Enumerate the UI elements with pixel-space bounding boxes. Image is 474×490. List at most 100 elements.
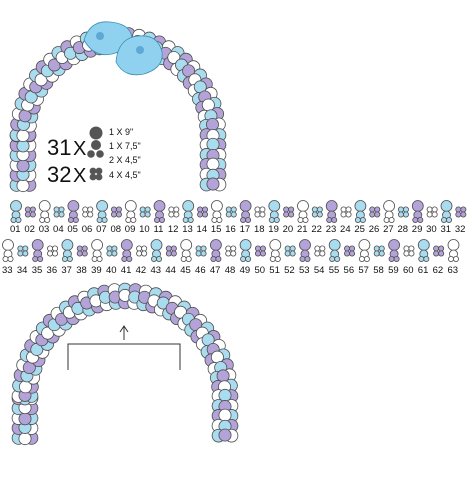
cluster-balloon-4-5in [76, 250, 83, 257]
cluster-row-2 [2, 239, 460, 262]
cluster-balloon-4-5in [115, 206, 122, 213]
cluster-balloon-4-5in [39, 216, 46, 223]
cluster-number-label: 26 [368, 224, 380, 235]
cluster-balloon-9in [67, 200, 80, 212]
arch-balloon [206, 177, 220, 191]
cluster-balloon-9in [209, 239, 222, 251]
cluster-balloon-4-5in [210, 255, 217, 262]
cluster-balloon-4-5in [76, 245, 83, 252]
cluster-balloon-4-5in [202, 211, 209, 218]
cluster-balloon-4-5in [460, 211, 467, 218]
cluster-balloon-4-5in [29, 206, 36, 213]
cluster-balloon-4-5in [297, 216, 304, 223]
legend-multiply-31: X [73, 138, 87, 160]
cluster-balloon-4-5in [311, 211, 318, 218]
cluster-balloon-4-5in [144, 206, 151, 213]
baby-booties-icon [83, 21, 163, 76]
cluster-balloon-4-5in [417, 216, 424, 223]
cluster-number-label: 54 [313, 265, 325, 276]
cluster-number-label: 38 [76, 265, 87, 276]
cluster-balloon-4-5in [141, 250, 148, 257]
cluster-balloon-4-5in [136, 245, 143, 252]
cluster-balloon-9in [269, 239, 282, 251]
cluster-balloon-4-5in [314, 250, 321, 257]
cluster-number-label: 05 [67, 224, 78, 235]
cluster-balloon-4-5in [314, 245, 321, 252]
bottom-balloon-arch [11, 282, 239, 446]
cluster-balloon-4-5in [72, 216, 79, 223]
cluster-number-label: 31 [440, 224, 452, 235]
cluster-number-label: 23 [325, 224, 337, 235]
cluster-balloon-9in [297, 200, 309, 212]
cluster-balloon-4-5in [349, 245, 356, 252]
cluster-balloon-4-5in [130, 216, 137, 223]
legend-balloon-4-5in [89, 167, 97, 175]
cluster-balloon-4-5in [402, 211, 409, 218]
cluster-balloon-9in [325, 200, 338, 212]
cluster-balloon-4-5in [326, 216, 333, 223]
cluster-balloon-4-5in [378, 245, 385, 252]
cluster-balloon-4-5in [288, 211, 295, 218]
cluster-balloon-9in [61, 239, 74, 251]
cluster-balloon-4-5in [433, 245, 440, 252]
cluster-number-label: 44 [165, 265, 176, 276]
cluster-balloon-4-5in [374, 206, 381, 213]
cluster-balloon-4-5in [433, 250, 440, 257]
cluster-balloon-4-5in [259, 245, 266, 252]
cluster-balloon-4-5in [52, 250, 59, 257]
cluster-balloon-4-5in [455, 206, 462, 213]
cluster-balloon-4-5in [358, 255, 365, 262]
cluster-balloon-9in [440, 200, 453, 212]
cluster-number-label: 36 [46, 265, 58, 276]
cluster-balloon-4-5in [126, 255, 133, 262]
cluster-balloon-4-5in [185, 255, 192, 262]
cluster-balloon-4-5in [52, 245, 59, 252]
legend-balloon-7-5in [91, 140, 101, 150]
cluster-balloon-4-5in [388, 216, 395, 223]
cluster-number-label: 52 [284, 265, 295, 276]
cluster-balloon-4-5in [345, 206, 352, 213]
cluster-balloon-4-5in [115, 211, 122, 218]
cluster-balloon-4-5in [240, 255, 247, 262]
cluster-balloon-4-5in [440, 216, 447, 223]
legend-size-line: 2 X 4,5" [109, 155, 141, 165]
cluster-balloon-4-5in [2, 255, 9, 262]
cluster-number-label: 10 [139, 224, 150, 235]
cluster-balloon-4-5in [259, 211, 266, 218]
cluster-number-label: 29 [411, 224, 423, 235]
cluster-balloon-4-5in [106, 245, 113, 252]
legend-count-31: 31 [47, 135, 72, 160]
cluster-number-label: 25 [354, 224, 365, 235]
cluster-balloon-4-5in [216, 216, 223, 223]
cluster-number-label: 41 [120, 265, 132, 276]
cluster-balloon-9in [120, 239, 133, 251]
cluster-balloon-4-5in [403, 245, 410, 252]
cluster-balloon-4-5in [273, 216, 280, 223]
cluster-number-label: 01 [10, 224, 21, 235]
legend-balloon-shapes [87, 126, 104, 181]
cluster-balloon-4-5in [58, 206, 65, 213]
cluster-balloon-4-5in [254, 250, 261, 257]
cluster-balloon-4-5in [82, 211, 89, 218]
cluster-balloon-9in [10, 200, 22, 212]
bootie-detail [96, 32, 104, 40]
arch-balloon [218, 428, 232, 442]
cluster-balloon-9in [388, 239, 401, 251]
cluster-balloon-4-5in [340, 206, 347, 213]
cluster-number-label: 04 [53, 224, 64, 235]
cluster-balloon-4-5in [96, 216, 103, 223]
cluster-balloon-4-5in [344, 250, 351, 257]
cluster-balloon-4-5in [44, 216, 51, 223]
cluster-balloon-4-5in [165, 250, 172, 257]
cluster-balloon-4-5in [111, 245, 118, 252]
cluster-number-label: 02 [24, 224, 35, 235]
cluster-balloon-4-5in [289, 245, 296, 252]
cluster-balloon-4-5in [316, 206, 323, 213]
cluster-number-label: 42 [135, 265, 147, 276]
cluster-balloon-4-5in [431, 211, 438, 218]
cluster-balloon-4-5in [225, 245, 232, 252]
cluster-number-label: 07 [96, 224, 107, 235]
cluster-balloon-4-5in [438, 245, 445, 252]
cluster-balloon-4-5in [10, 216, 17, 223]
cluster-balloon-4-5in [155, 255, 162, 262]
